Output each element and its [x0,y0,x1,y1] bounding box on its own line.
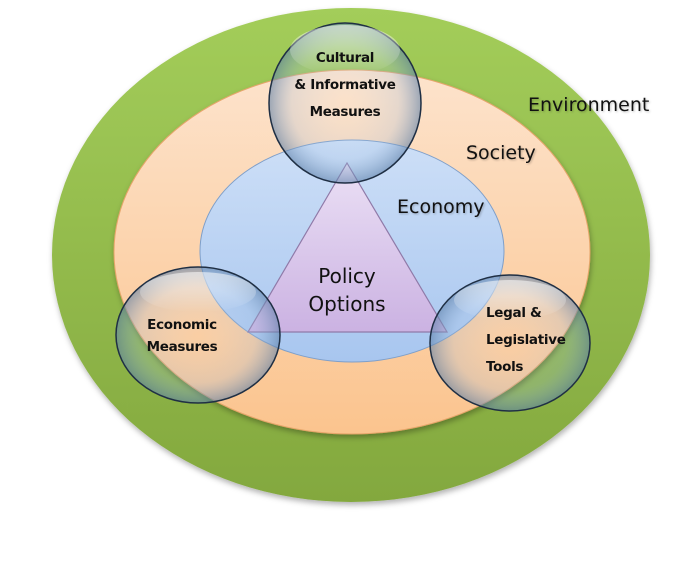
policy-options-triangle [246,161,449,333]
legal-line-1: Legal & [486,305,542,321]
legal-line-2: Legislative [486,332,566,348]
environment-label: Environment [528,94,650,116]
cultural-measures-bubble [268,22,422,184]
cultural-line-3: Measures [309,104,381,120]
legal-tools-bubble [429,274,591,412]
economic-line-2: Measures [146,339,218,355]
policy-options-label: Policy Options [297,262,397,318]
policy-line-1: Policy [318,264,376,288]
cultural-measures-label: Cultural & Informative Measures [285,45,405,126]
economic-measures-bubble [115,266,281,404]
society-label: Society [466,142,536,164]
legal-tools-label: Legal & Legislative Tools [486,300,566,381]
policy-line-2: Options [308,292,386,316]
cultural-line-2: & Informative [294,77,396,93]
cultural-line-1: Cultural [315,50,375,66]
legal-line-3: Tools [486,359,524,375]
economic-line-1: Economic [147,317,217,333]
economy-label: Economy [397,196,485,218]
economic-measures-label: Economic Measures [132,314,232,358]
